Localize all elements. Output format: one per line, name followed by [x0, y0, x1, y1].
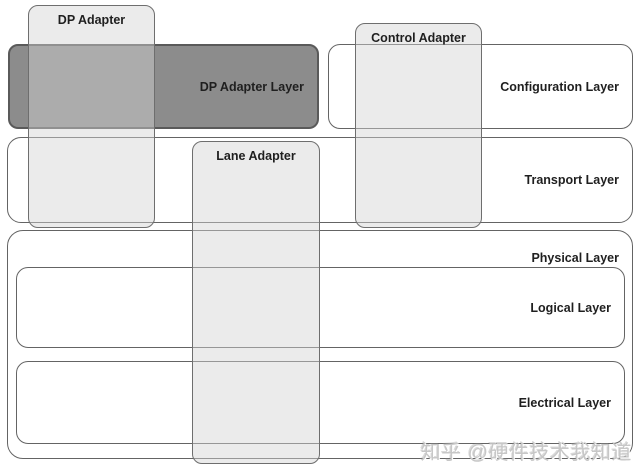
lane-adapter-label: Lane Adapter [216, 149, 296, 163]
zhihu-watermark: 知乎 @硬件技术我知道 [420, 442, 632, 464]
dp-adapter-layer-label: DP Adapter Layer [199, 79, 304, 94]
physical-layer-label: Physical Layer [531, 251, 619, 265]
electrical-layer-label: Electrical Layer [518, 395, 611, 410]
lane-adapter-band: Lane Adapter [192, 141, 320, 464]
logical-layer-label: Logical Layer [530, 300, 611, 315]
logical-layer-box: Logical Layer [16, 267, 625, 348]
electrical-layer-box: Electrical Layer [16, 361, 625, 444]
dp-adapter-label: DP Adapter [57, 13, 126, 27]
control-adapter-label: Control Adapter [371, 31, 466, 45]
configuration-layer-box: Configuration Layer [328, 44, 633, 129]
configuration-layer-label: Configuration Layer [500, 79, 619, 94]
transport-layer-label: Transport Layer [524, 173, 619, 187]
transport-layer-box: Transport Layer [7, 137, 633, 223]
control-adapter-band: Control Adapter [355, 23, 482, 228]
dp-adapter-layer-box: DP Adapter Layer [8, 44, 319, 129]
dp-adapter-band: DP Adapter [28, 5, 155, 228]
